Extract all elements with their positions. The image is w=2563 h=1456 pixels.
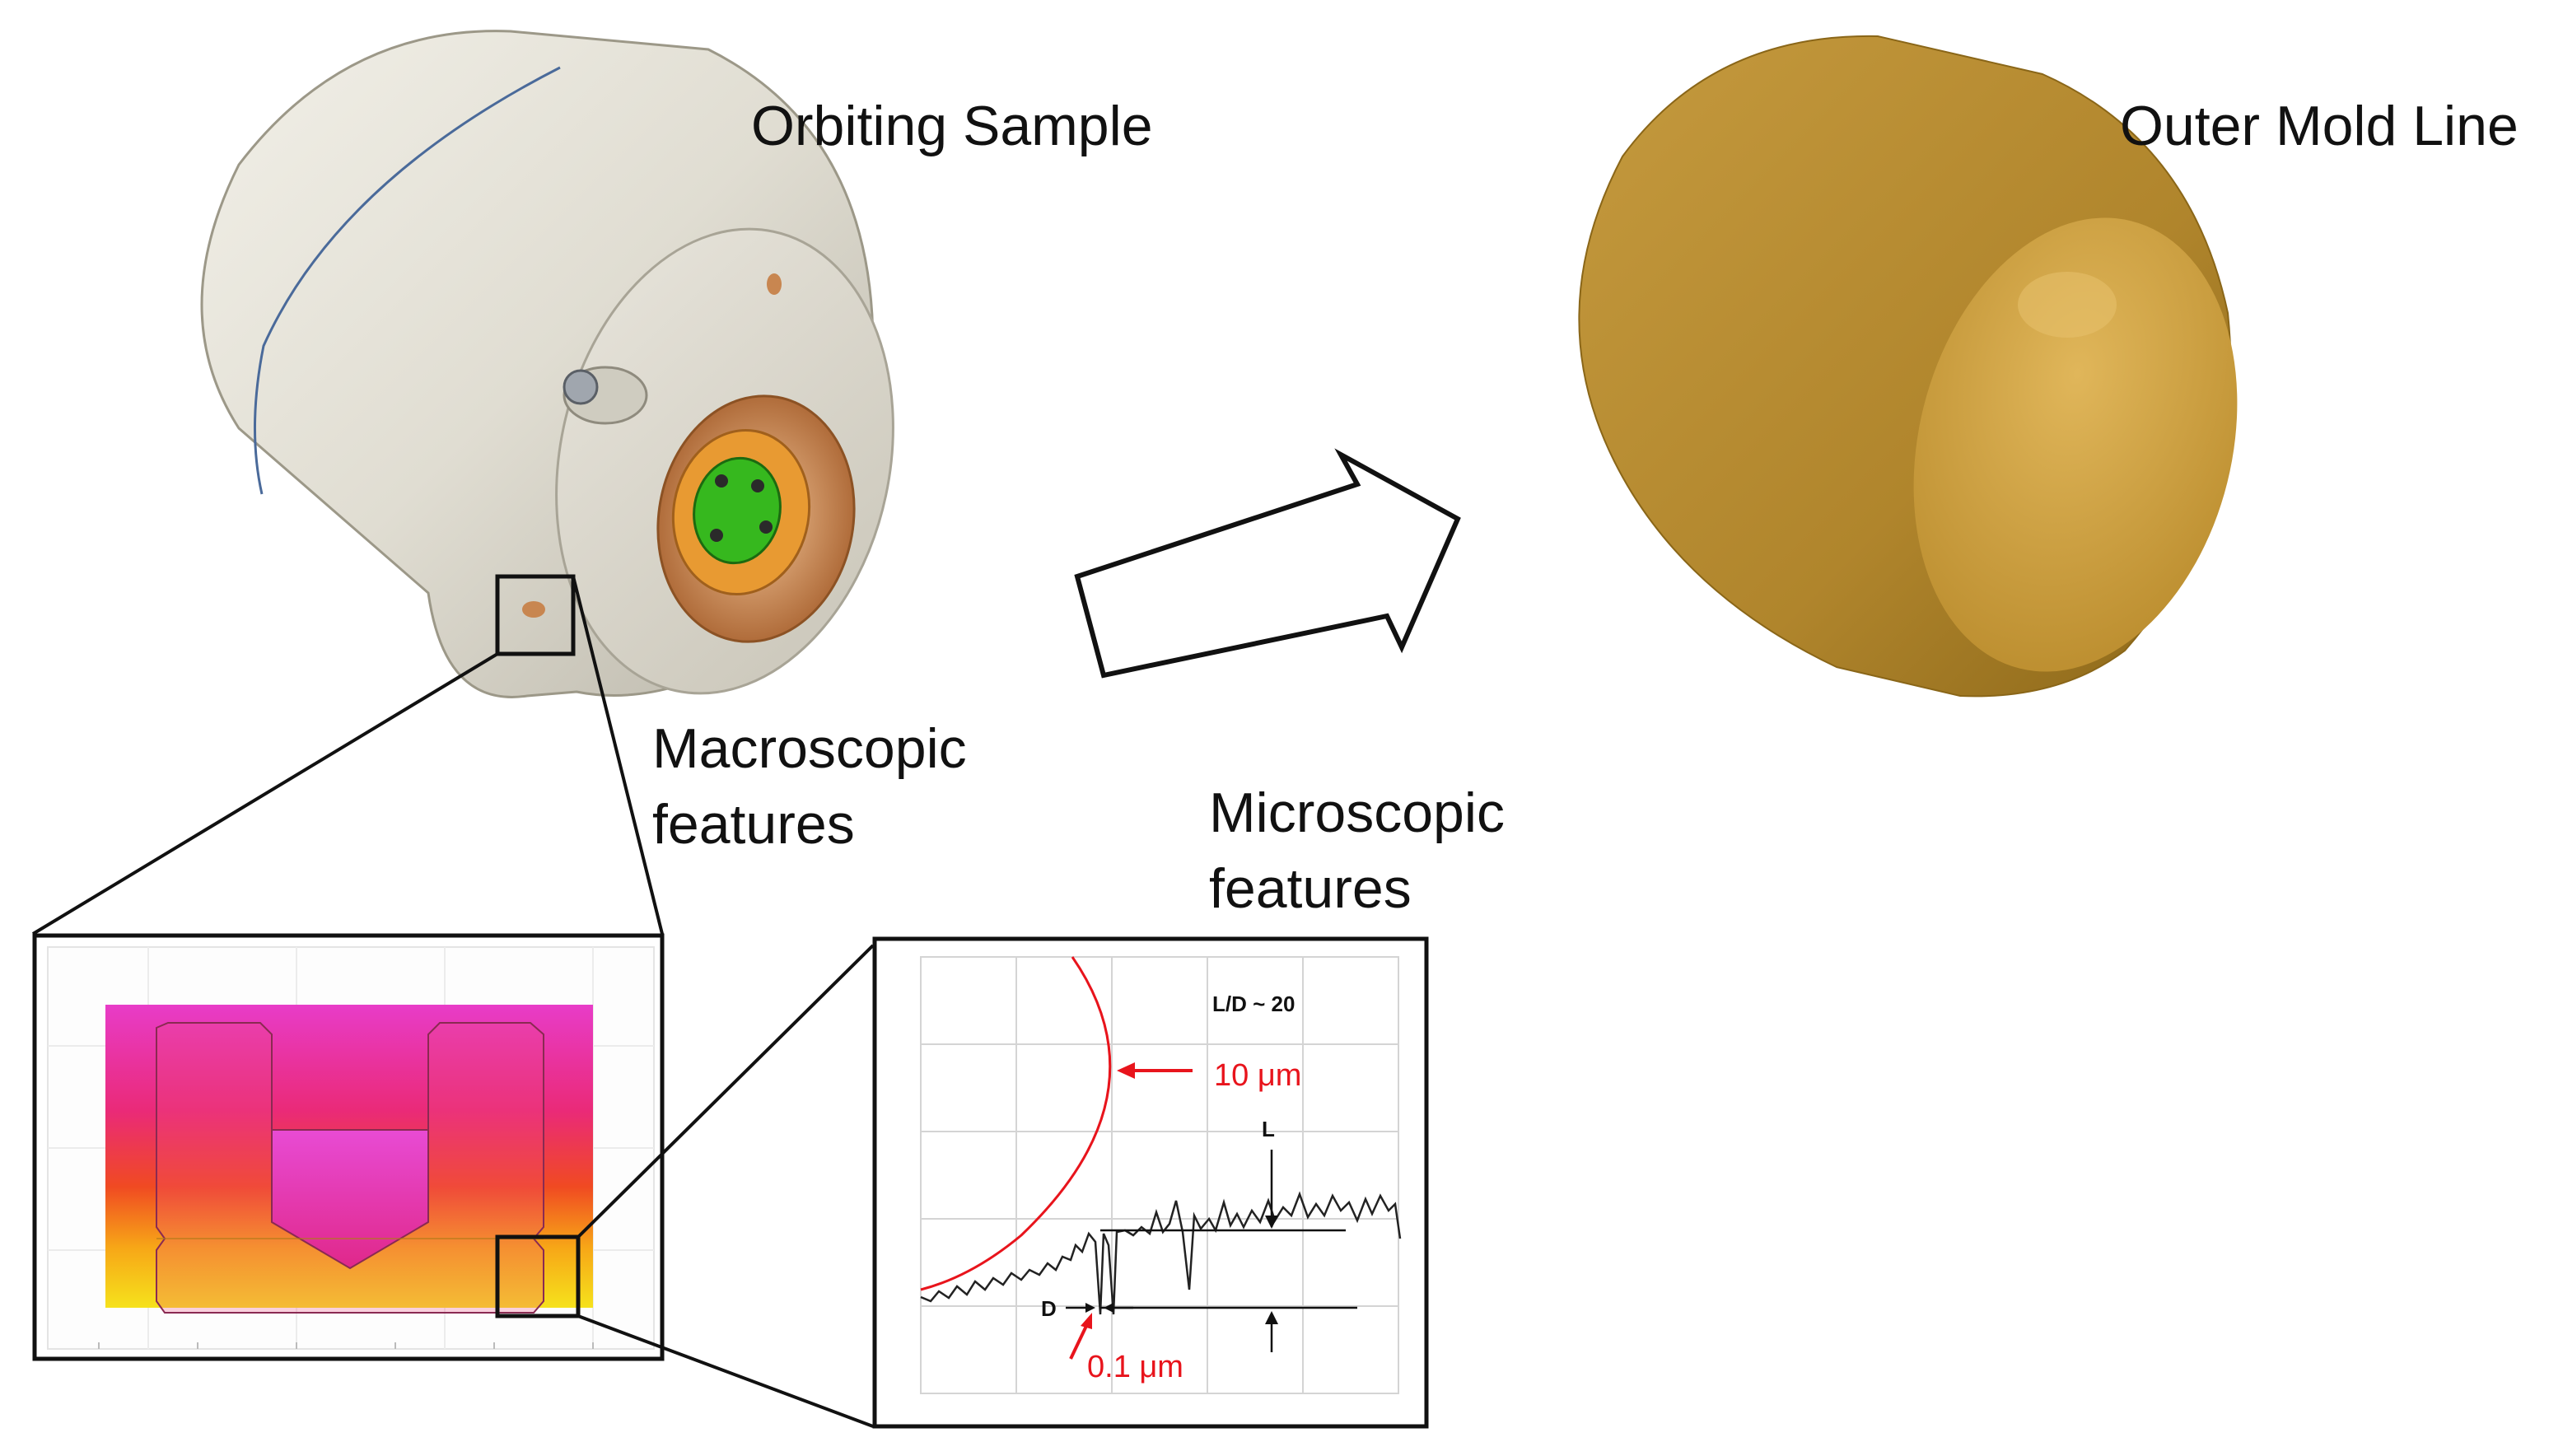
microscopic-feature-box [495, 1234, 581, 1318]
callout-line-micro-bottom [577, 1314, 874, 1428]
orbiting-sample-model [200, 30, 894, 698]
macroscopic-label-line2: features [652, 793, 855, 856]
transform-arrow [1074, 448, 1461, 679]
macroscopic-feature-box [495, 574, 576, 656]
outer-mold-line-model [1578, 35, 2238, 698]
microscopic-inset [872, 936, 1429, 1429]
outer-mold-line-label: Outer Mold Line [2120, 95, 2519, 157]
orbiting-sample-label: Orbiting Sample [751, 95, 1153, 157]
radius-label: 10 μm [1214, 1058, 1301, 1093]
callout-line-macro-right [572, 576, 664, 935]
callout-line-micro-top [577, 944, 875, 1239]
microscopic-label-line2: features [1209, 857, 1412, 920]
callout-line-macro-left [31, 652, 499, 936]
macroscopic-inset [32, 933, 665, 1361]
diameter-d-label: D [1041, 1296, 1057, 1321]
depth-label: 0.1 μm [1087, 1350, 1183, 1384]
length-l-label: L [1262, 1117, 1275, 1141]
microscopic-label-line1: Microscopic [1209, 782, 1505, 844]
macroscopic-label-line1: Macroscopic [652, 717, 967, 780]
ld-ratio-label: L/D ~ 20 [1212, 992, 1295, 1016]
